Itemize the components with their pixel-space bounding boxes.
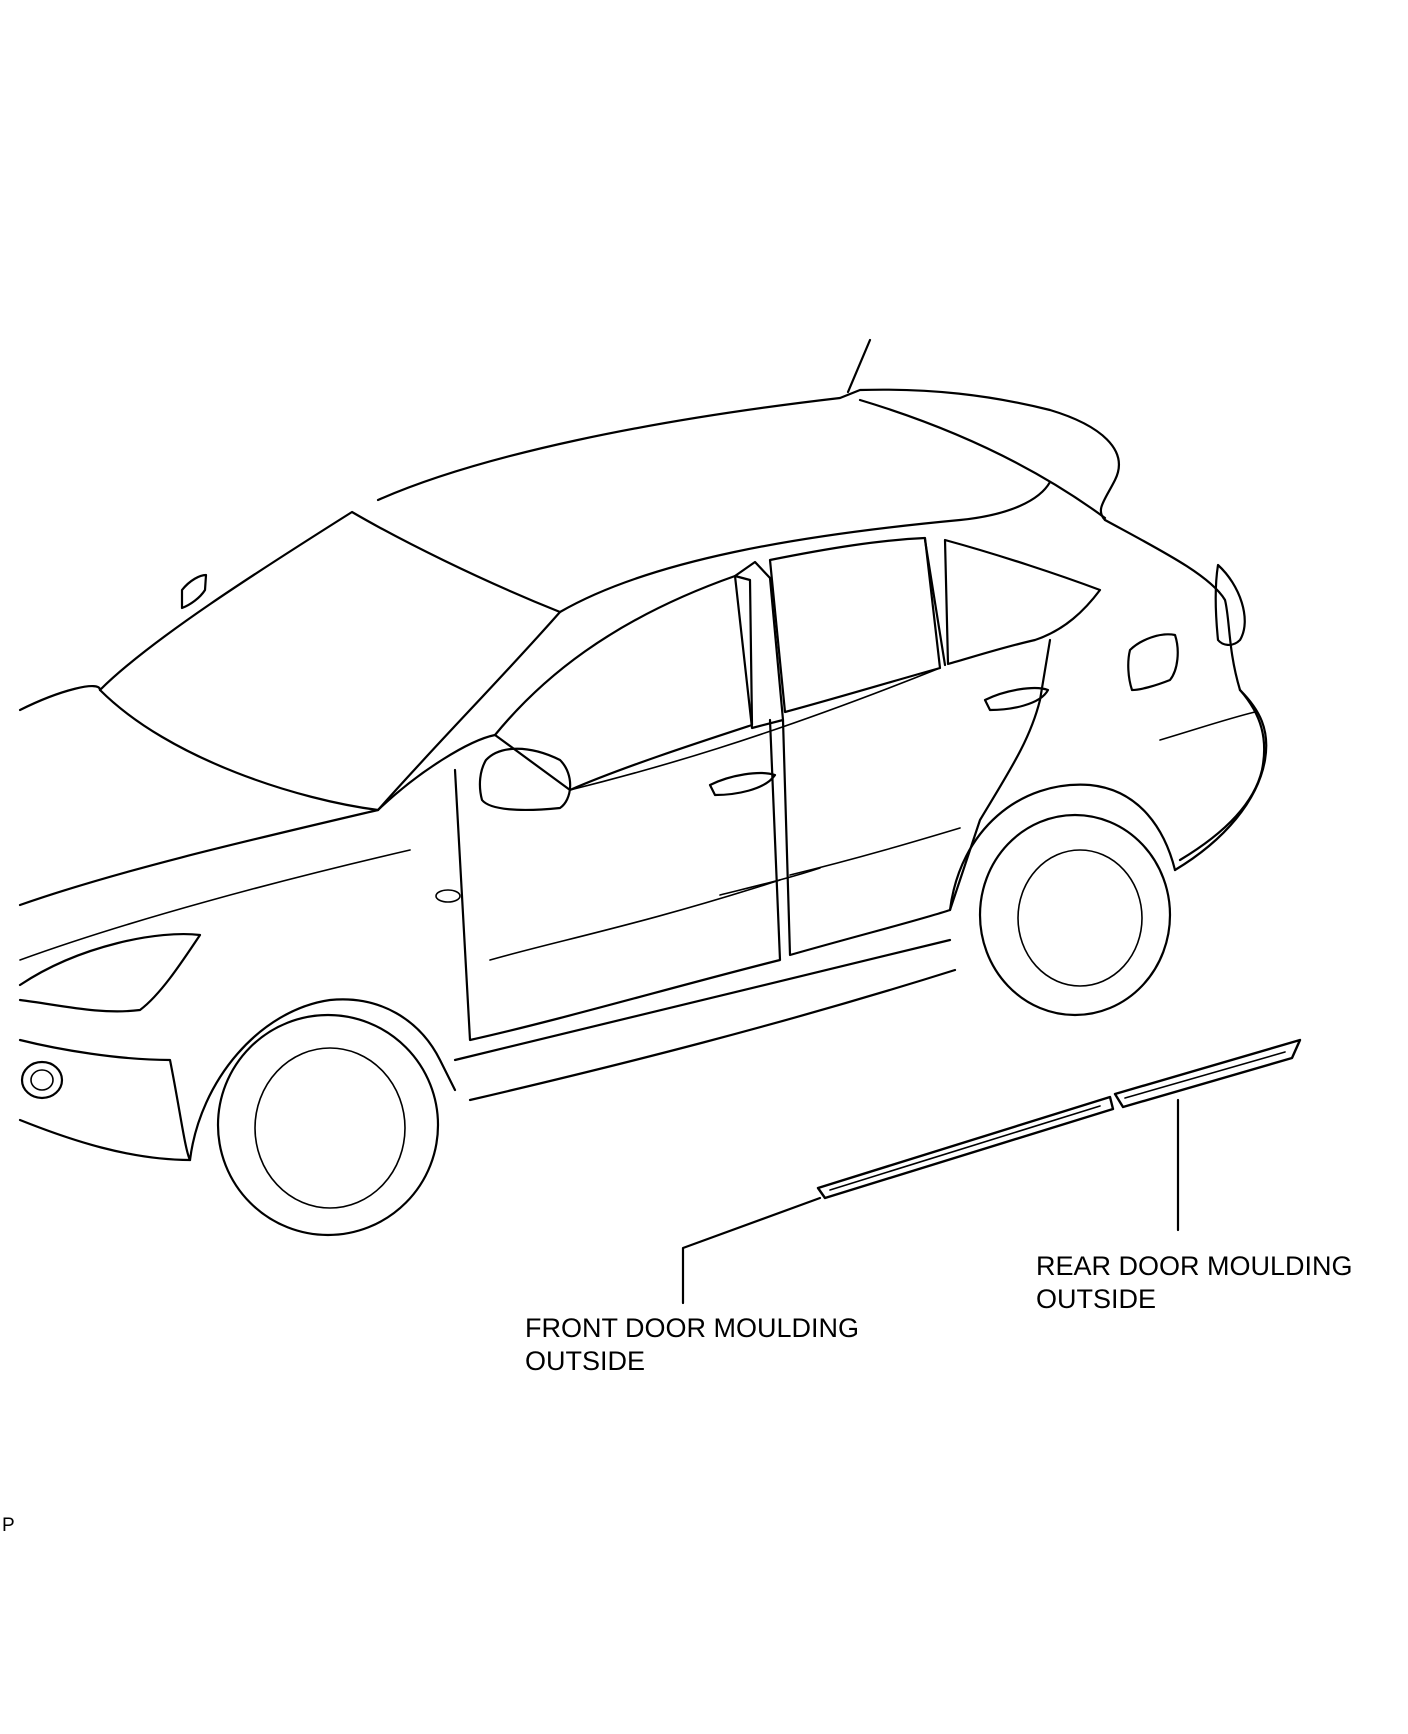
front-bumper xyxy=(18,1038,192,1162)
rear-quarter-glass xyxy=(943,538,1102,666)
rear-door xyxy=(781,638,1052,957)
rear-quarter xyxy=(1103,518,1268,872)
rear-tire xyxy=(978,813,1172,1017)
vehicle-body-outline xyxy=(376,338,1268,872)
front-door-handle xyxy=(708,771,777,797)
front-door-moulding-label: FRONT DOOR MOULDING OUTSIDE xyxy=(525,1312,859,1378)
front-moulding-leader xyxy=(681,1196,822,1305)
hood-line xyxy=(18,808,380,907)
front-door-moulding-label-line-2: OUTSIDE xyxy=(525,1346,646,1376)
headlamp xyxy=(18,932,202,1013)
rear-wheel xyxy=(1017,849,1143,987)
diagram-code: P xyxy=(2,1515,15,1536)
windshield xyxy=(98,510,562,812)
tail-lamp xyxy=(1214,563,1246,646)
rear-door-moulding-label-line-1: REAR DOOR MOULDING xyxy=(1036,1251,1353,1281)
mouldings xyxy=(816,1038,1302,1200)
roof-outline xyxy=(376,388,1120,522)
front-end xyxy=(18,573,572,1162)
rocker-panel xyxy=(453,938,952,1062)
front-door-moulding-label-line-1: FRONT DOOR MOULDING xyxy=(525,1313,860,1343)
front-wheel xyxy=(254,1047,406,1209)
rear-door-handle xyxy=(983,686,1050,712)
rear-door-moulding-label: REAR DOOR MOULDING OUTSIDE xyxy=(1036,1250,1353,1316)
rear-door-glass xyxy=(768,536,942,714)
spoiler-line xyxy=(858,398,1107,520)
front-wheel-arch xyxy=(188,998,457,1162)
fuel-lid xyxy=(1127,633,1179,692)
doors xyxy=(453,638,1052,1102)
rear-door-moulding-label-line-2: OUTSIDE xyxy=(1036,1284,1157,1314)
front-door-glass xyxy=(493,574,754,792)
antenna xyxy=(846,338,872,394)
front-door xyxy=(453,718,782,1042)
wheels xyxy=(188,783,1177,1237)
rear-wheel-arch xyxy=(948,783,1177,912)
windows xyxy=(98,510,1102,812)
front-tire xyxy=(216,1013,440,1237)
leader-lines xyxy=(681,1098,1180,1305)
side-mirror xyxy=(478,747,572,812)
fog-lamp xyxy=(20,1060,64,1100)
